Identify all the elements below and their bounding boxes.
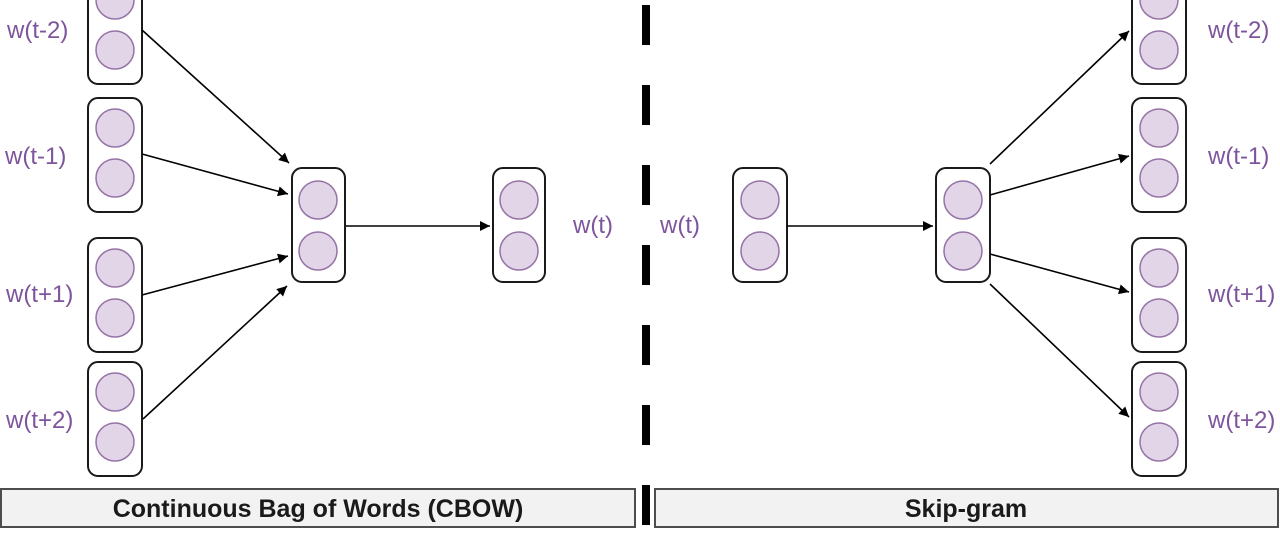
cbow-output-box bbox=[492, 167, 546, 283]
neuron-circle bbox=[1139, 422, 1179, 462]
skipgram-label-wt-1: w(t-1) bbox=[1207, 143, 1269, 170]
cbow-label-wt: w(t) bbox=[572, 212, 613, 239]
neuron-circle bbox=[499, 180, 539, 220]
neuron-circle bbox=[95, 248, 135, 288]
neuron-circle bbox=[95, 30, 135, 70]
neuron-circle bbox=[95, 108, 135, 148]
cbow-arrow-wt-1-to-hidden bbox=[141, 153, 289, 197]
neuron-circle bbox=[1139, 298, 1179, 338]
cbow-context-box-wt+1 bbox=[87, 237, 143, 353]
neuron-circle bbox=[1139, 158, 1179, 198]
skipgram-output-box-wt+2 bbox=[1131, 361, 1187, 477]
cbow-arrow-wt-2-to-hidden bbox=[141, 29, 290, 164]
neuron-circle bbox=[95, 422, 135, 462]
neuron-circle bbox=[740, 231, 780, 271]
skipgram-section: w(t) w(t-2) w(t-1) w(t+1) w(t+2) Skip-gr… bbox=[654, 0, 1279, 528]
cbow-section: w(t-2) w(t-1) w(t+1) w(t+2) w(t) Continu… bbox=[0, 0, 636, 528]
cbow-arrow-wt+1-to-hidden bbox=[141, 253, 289, 296]
skipgram-arrow-hidden-to-wt-1 bbox=[989, 153, 1130, 196]
cbow-context-box-wt-2 bbox=[87, 0, 143, 85]
skipgram-title-bar bbox=[654, 488, 1279, 528]
cbow-label-wt+2: w(t+2) bbox=[5, 407, 73, 434]
skipgram-arrow-hidden-to-wt+1 bbox=[989, 253, 1130, 295]
skipgram-arrow-hidden-to-wt-2 bbox=[989, 30, 1130, 165]
cbow-label-wt+1: w(t+1) bbox=[5, 281, 73, 308]
neuron-circle bbox=[95, 298, 135, 338]
skipgram-output-box-wt-1 bbox=[1131, 97, 1187, 213]
neuron-circle bbox=[1139, 0, 1179, 20]
skipgram-input-box bbox=[732, 167, 788, 283]
cbow-label-wt-1: w(t-1) bbox=[4, 143, 66, 170]
neuron-circle bbox=[1139, 248, 1179, 288]
neuron-circle bbox=[499, 231, 539, 271]
skipgram-title-text: Skip-gram bbox=[905, 495, 1027, 523]
skipgram-label-wt-2: w(t-2) bbox=[1207, 17, 1269, 44]
skipgram-label-wt+2: w(t+2) bbox=[1207, 407, 1275, 434]
skipgram-label-wt: w(t) bbox=[659, 212, 700, 239]
skipgram-label-wt+1: w(t+1) bbox=[1207, 281, 1275, 308]
neuron-circle bbox=[298, 180, 338, 220]
neuron-circle bbox=[1139, 108, 1179, 148]
neuron-circle bbox=[95, 0, 135, 20]
cbow-label-wt-2: w(t-2) bbox=[6, 17, 68, 44]
neuron-circle bbox=[95, 372, 135, 412]
neuron-circle bbox=[1139, 372, 1179, 412]
skipgram-arrow-hidden-to-wt+2 bbox=[989, 283, 1130, 418]
cbow-title-text: Continuous Bag of Words (CBOW) bbox=[113, 495, 524, 523]
skipgram-hidden-box bbox=[935, 167, 991, 283]
cbow-context-box-wt-1 bbox=[87, 97, 143, 213]
neuron-circle bbox=[95, 158, 135, 198]
neuron-circle bbox=[1139, 30, 1179, 70]
skipgram-output-box-wt+1 bbox=[1131, 237, 1187, 353]
neuron-circle bbox=[943, 180, 983, 220]
cbow-arrow-wt+2-to-hidden bbox=[142, 285, 288, 420]
cbow-title-bar bbox=[0, 488, 636, 528]
neuron-circle bbox=[943, 231, 983, 271]
neuron-circle bbox=[740, 180, 780, 220]
cbow-hidden-box bbox=[291, 167, 346, 283]
skipgram-output-box-wt-2 bbox=[1131, 0, 1187, 85]
neuron-circle bbox=[298, 231, 338, 271]
cbow-context-box-wt+2 bbox=[87, 361, 143, 477]
